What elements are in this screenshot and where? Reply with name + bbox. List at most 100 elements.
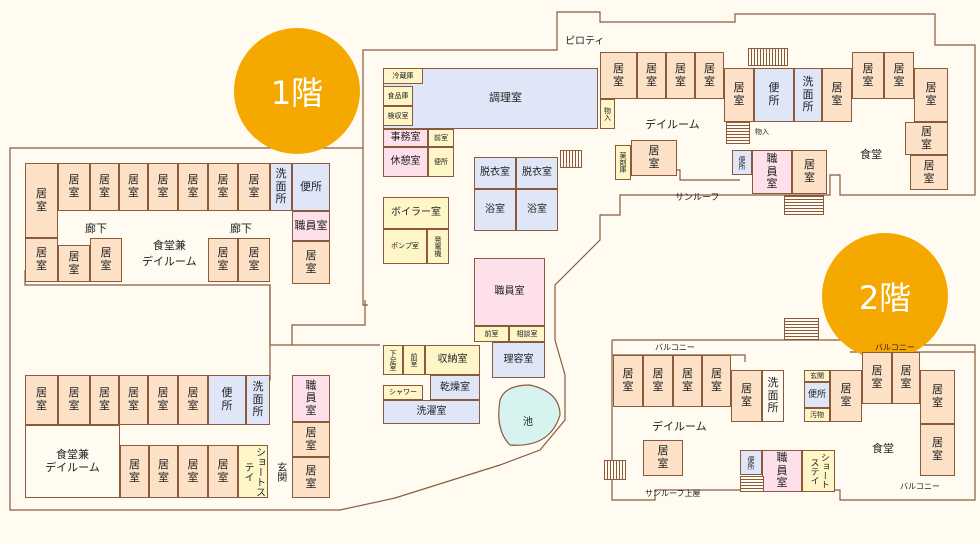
room-1f-l: 居室	[90, 238, 122, 282]
room-label: 居室	[652, 367, 664, 393]
balcony-label-2f-c: バルコニー	[900, 482, 940, 491]
room-label: シャワー	[389, 388, 417, 397]
room-label: 浴室	[527, 204, 547, 216]
room-2f-a: 居室	[613, 355, 643, 407]
room-label: 居室	[704, 61, 715, 88]
room-label: 居室	[682, 367, 693, 393]
room-1f-r6: 居室	[822, 68, 852, 122]
room-label: 居室	[831, 81, 843, 107]
room-1f-o: 居室	[25, 375, 58, 425]
room-label: 居室	[100, 246, 112, 272]
room-label: 職員室	[305, 378, 317, 417]
room-label: 脱衣室	[480, 167, 510, 179]
short-stay-1f: ショートステイ	[238, 445, 268, 498]
room-1f-a: 居室	[25, 163, 58, 238]
room-label: 居室	[925, 81, 937, 107]
pharmacy-store: 薬剤庫	[615, 145, 631, 180]
room-label: 事務室	[390, 132, 421, 144]
room-1f-y: 居室	[292, 422, 330, 457]
room-label: 相談室	[516, 329, 538, 338]
staff-room-1f-a: 職員室	[292, 211, 330, 241]
boiler-room: ボイラー室	[383, 197, 449, 229]
rest-room-1f: 休憩室	[383, 147, 428, 177]
stairs-2f-a	[784, 318, 819, 340]
room-2f-f: 居室	[830, 370, 862, 422]
room-1f-m: 居室	[208, 238, 238, 282]
shower-room: シャワー	[383, 385, 423, 400]
dayroom-label-1f: デイルーム	[645, 118, 700, 131]
room-1f-e: 居室	[148, 163, 178, 211]
room-1f-k: 居室	[58, 245, 90, 282]
room-2f-k: 居室	[643, 440, 683, 476]
stairs-1f-d	[560, 150, 582, 168]
room-2f-e: 居室	[731, 370, 762, 422]
shoe-room: 下足室	[383, 345, 403, 375]
room-1f-c: 居室	[90, 163, 119, 211]
soiled-room-2f: 汚物	[804, 408, 830, 422]
room-1f-v: 居室	[149, 445, 178, 498]
staff-room-2f: 職員室	[762, 450, 802, 492]
room-label: 居室	[128, 386, 139, 412]
room-1f-p: 居室	[58, 375, 90, 425]
pond-label: 池	[523, 417, 533, 428]
room-label: 居室	[157, 386, 169, 412]
staff-room-1f-d: 職員室	[752, 150, 792, 194]
room-label: 検収室	[387, 111, 409, 120]
room-label: 居室	[646, 61, 657, 88]
anteroom-office: 前室	[428, 129, 454, 147]
room-label: 居室	[99, 386, 110, 412]
room-label: 洗面所	[767, 376, 779, 415]
room-1f-d: 居室	[119, 163, 148, 211]
room-label: 便所	[738, 155, 747, 170]
laundry-room: 洗濯室	[383, 400, 480, 424]
floor-label-1f: 1階	[270, 74, 324, 112]
bathroom-a: 浴室	[474, 189, 516, 231]
room-1f-b: 居室	[58, 163, 90, 211]
floor-badge-1f: 1階	[234, 28, 360, 154]
room-label: 居室	[900, 364, 912, 390]
room-1f-r: 居室	[119, 375, 148, 425]
consultation-room: 相談室	[509, 326, 545, 342]
room-label: 便所	[747, 455, 756, 470]
dining-dayroom-label-1: 食堂兼 デイルーム	[142, 239, 197, 268]
room-label: 食堂兼 デイルーム	[45, 447, 100, 474]
barber-room: 理容室	[492, 342, 545, 378]
changing-room-a: 脱衣室	[474, 157, 516, 189]
room-label: 居室	[36, 386, 47, 412]
room-label: 居室	[36, 186, 47, 213]
room-label: 居室	[711, 367, 722, 393]
anteroom-laundry: 前室	[403, 345, 425, 375]
room-1f-r9: 居室	[914, 68, 948, 122]
room-1f-q: 居室	[90, 375, 119, 425]
room-label: 乾燥室	[440, 381, 470, 393]
room-label: 居室	[923, 158, 935, 185]
room-label: 便所	[300, 179, 322, 193]
room-label: 居室	[187, 457, 199, 484]
room-label: 居室	[217, 457, 229, 484]
washroom-1f-c: 洗面所	[794, 68, 822, 122]
room-label: ボイラー室	[391, 207, 441, 219]
anteroom-staff: 前室	[474, 326, 509, 342]
office-1f: 事務室	[383, 129, 428, 147]
food-storage: 食品庫	[383, 86, 413, 106]
toilet-1f-a: 便所	[292, 163, 330, 211]
room-label: 職員室	[766, 152, 778, 191]
stairs-2f-c	[740, 476, 764, 492]
room-label: 居室	[305, 248, 317, 275]
room-label: 居室	[99, 173, 110, 199]
inspection-room: 検収室	[383, 106, 413, 126]
room-1f-w: 居室	[178, 445, 208, 498]
room-label: 居室	[613, 61, 624, 88]
room-label: 居室	[217, 246, 229, 272]
room-label: 居室	[68, 249, 80, 276]
room-label: 洗濯室	[416, 406, 447, 418]
toilet-1f-d: 便所	[732, 150, 752, 175]
room-label: 居室	[648, 144, 660, 170]
room-label: 居室	[305, 425, 317, 452]
room-label: 居室	[804, 158, 815, 184]
room-1f-i: 居室	[292, 241, 330, 284]
generator-room: 発電機	[427, 229, 449, 264]
room-label: 薬剤庫	[619, 152, 628, 173]
staff-room-1f-c: 職員室	[474, 258, 545, 326]
